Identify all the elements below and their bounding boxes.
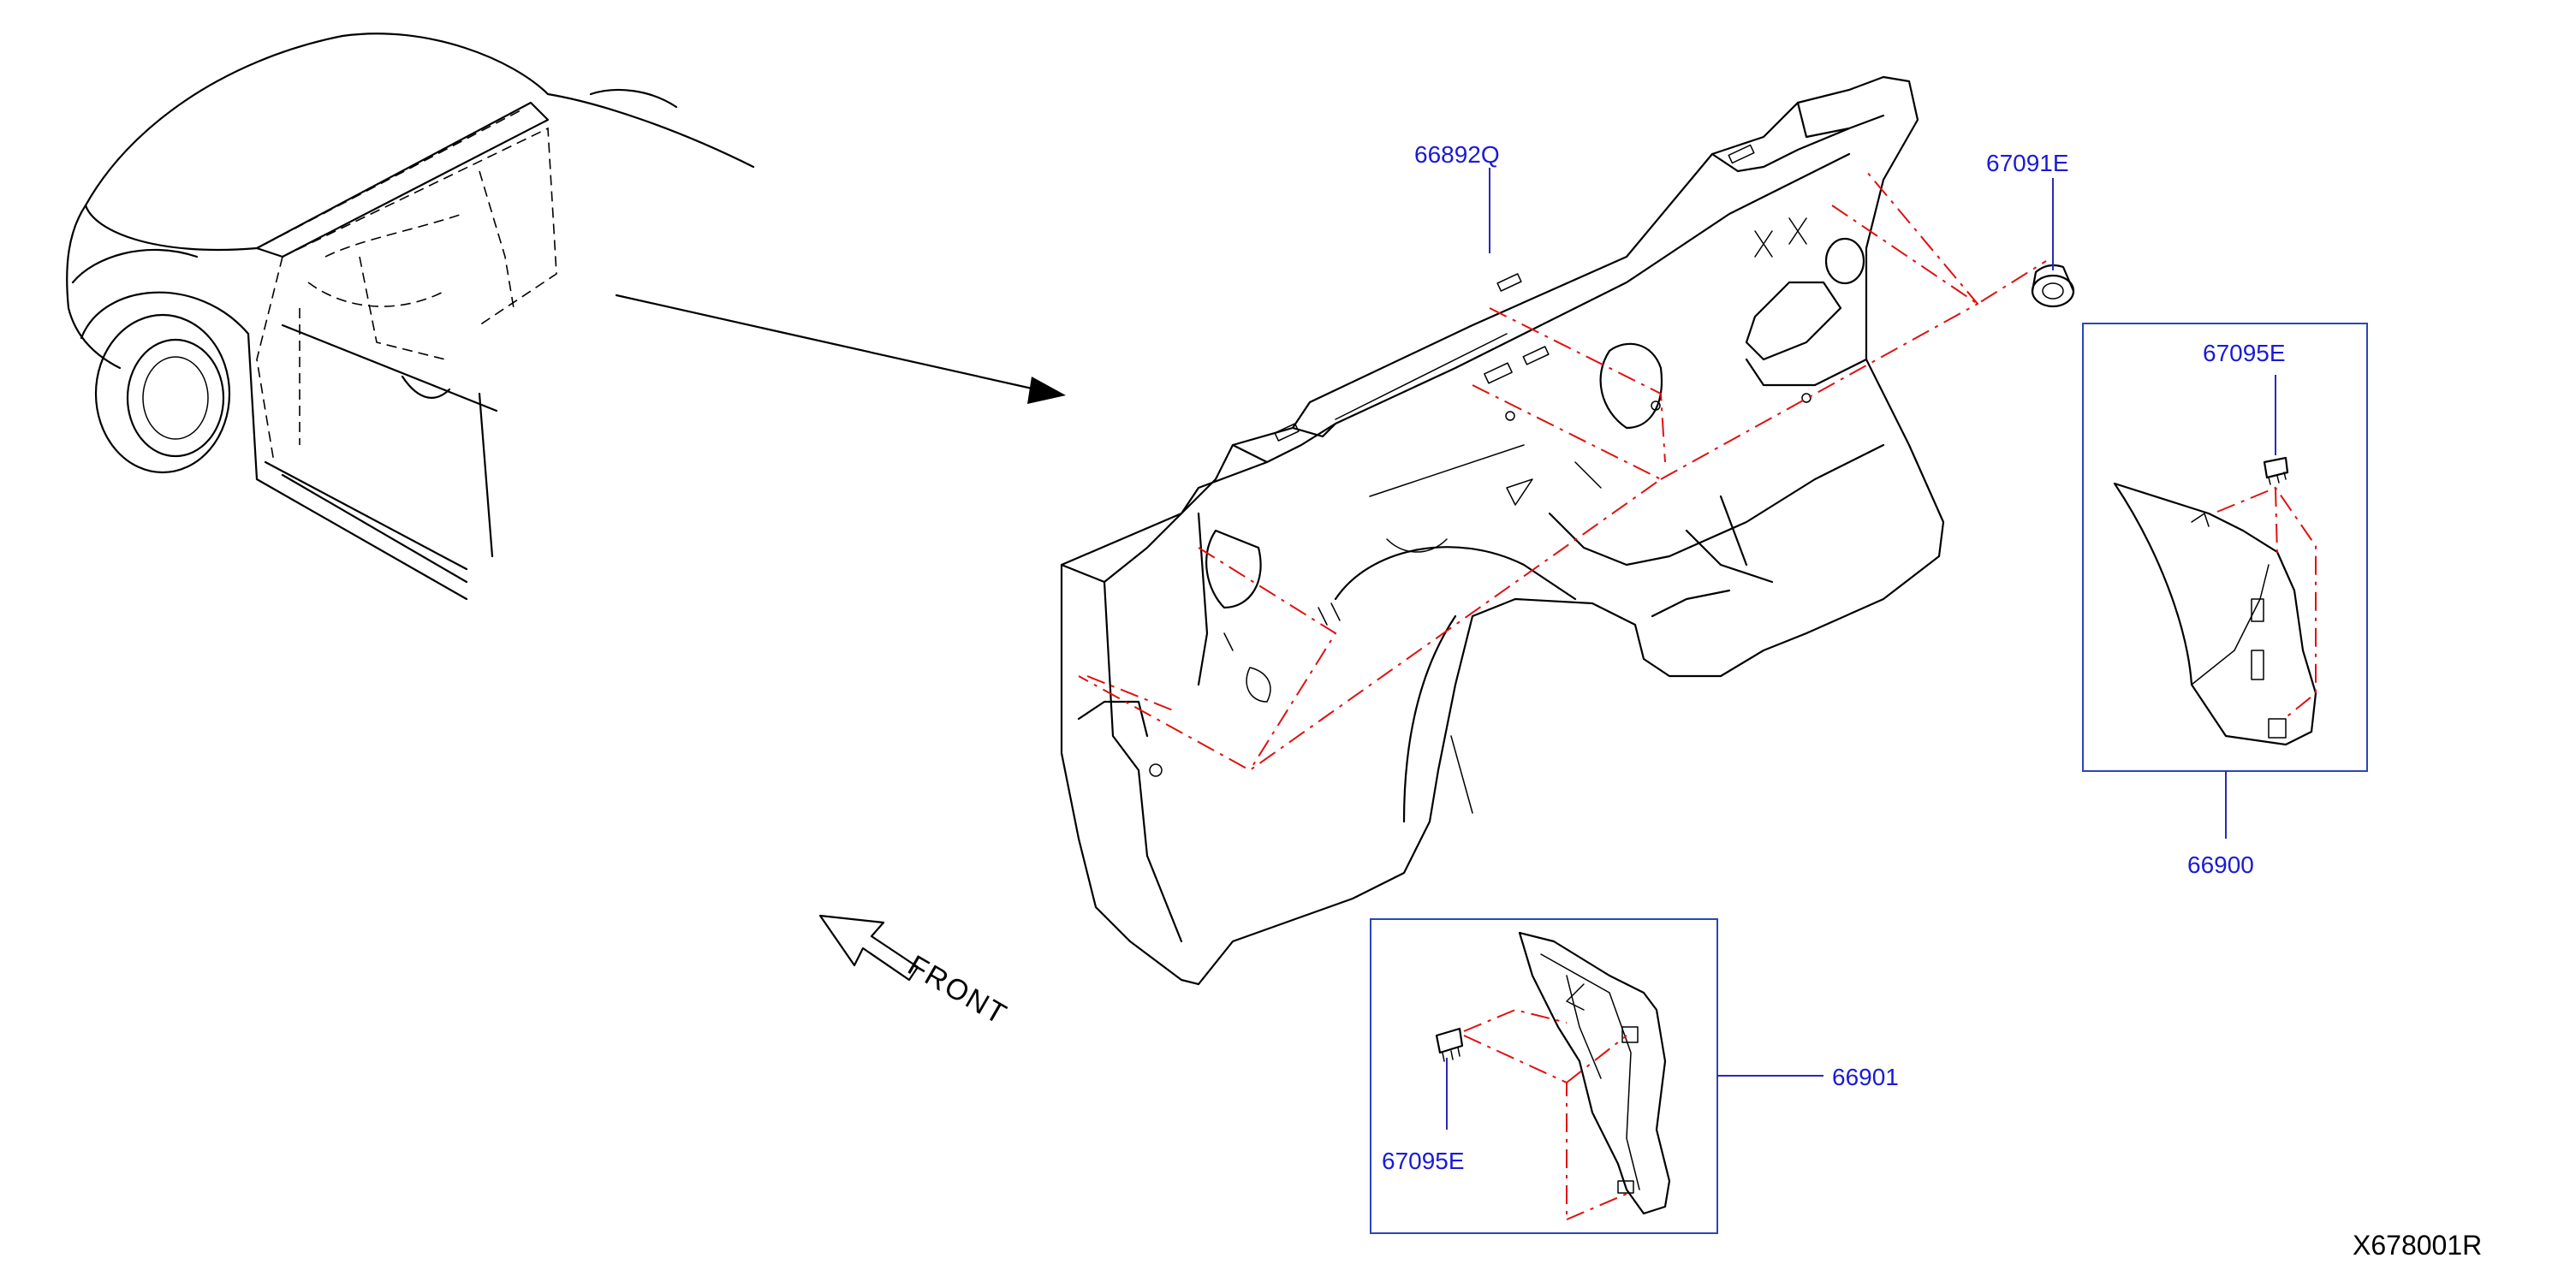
part-label-trim-right: 66900 bbox=[2187, 852, 2254, 878]
vehicle-locator-illustration bbox=[66, 33, 755, 601]
part-label-grommet: 67091E bbox=[1986, 150, 2069, 176]
clip-right-part bbox=[2263, 375, 2289, 485]
part-label-clip-right: 67095E bbox=[2203, 340, 2286, 366]
part-label-trim-left: 66901 bbox=[1832, 1064, 1899, 1090]
front-direction-arrow bbox=[818, 914, 919, 982]
diagram-reference: X678001R bbox=[2353, 1230, 2482, 1261]
locator-arrow bbox=[615, 294, 1066, 404]
part-label-insulator: 66892Q bbox=[1414, 141, 1500, 168]
part-label-clip-left: 67095E bbox=[1382, 1148, 1465, 1174]
dash-insulator-panel bbox=[1060, 75, 2047, 986]
clip-left-part bbox=[1435, 1027, 1464, 1130]
front-label: FRONT bbox=[902, 949, 1013, 1031]
trim-right-inset bbox=[2082, 323, 2368, 839]
trim-left-inset bbox=[1370, 918, 1823, 1234]
grommet-part bbox=[2031, 178, 2075, 308]
